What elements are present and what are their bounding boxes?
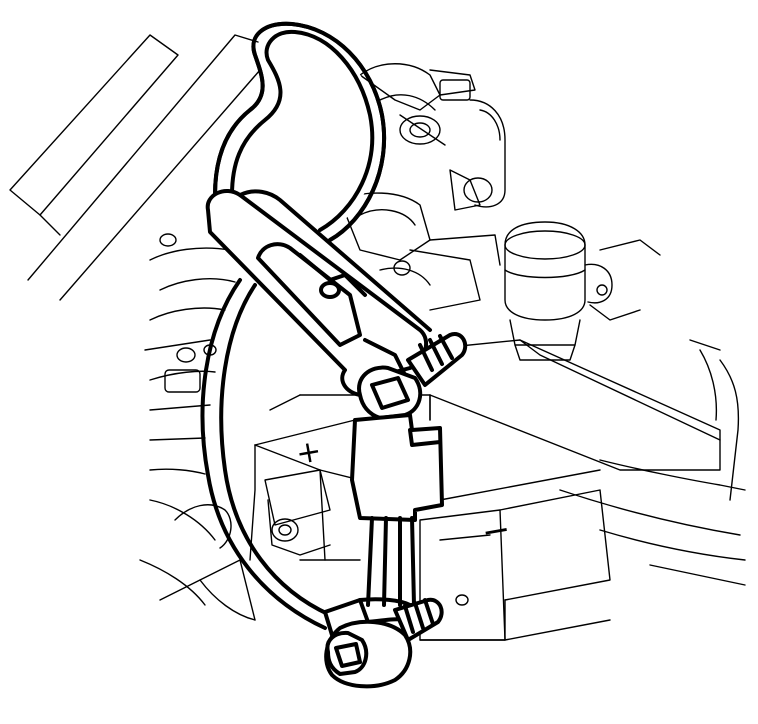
battery-cable-assembly <box>200 21 468 689</box>
negative-terminal-symbol: − <box>479 509 514 553</box>
engine-bay-background <box>9 34 746 641</box>
positive-terminal-symbol: + <box>293 433 324 472</box>
